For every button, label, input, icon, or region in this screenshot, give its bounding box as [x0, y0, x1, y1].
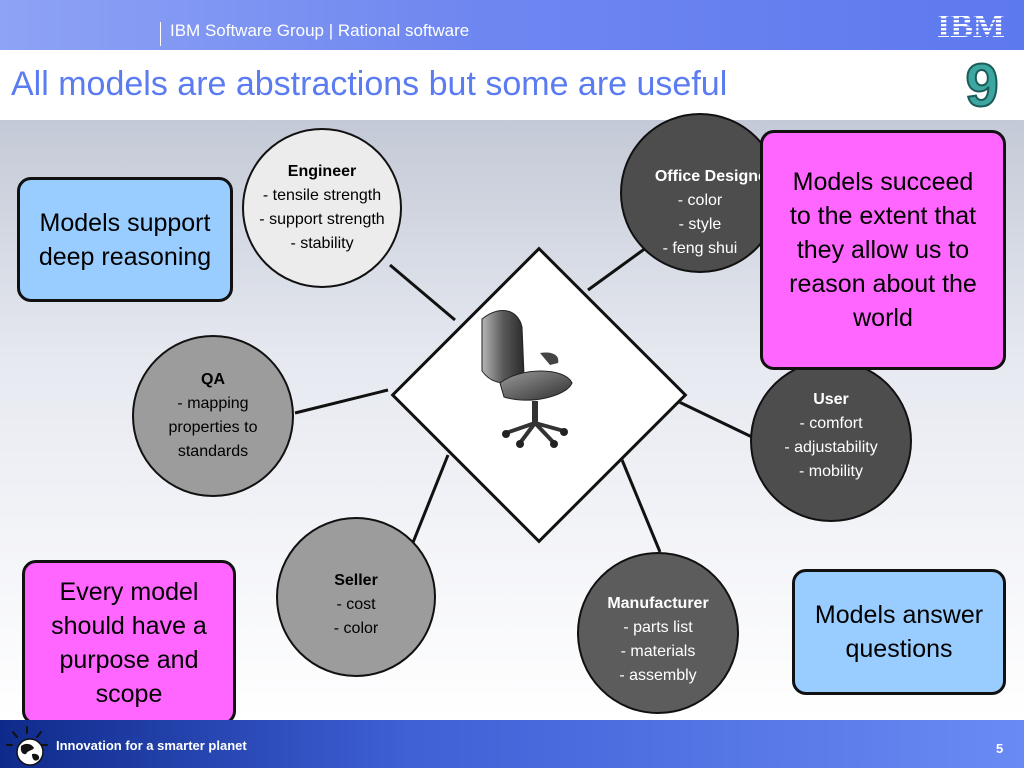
header-separator — [160, 22, 161, 46]
ibm-logo-text: IBM — [937, 8, 1005, 42]
seller-circle: Seller - cost - color — [276, 517, 436, 677]
badge-number: 9 — [965, 52, 998, 114]
engineer-circle: Engineer - tensile strength - support st… — [242, 128, 402, 288]
connector-seller — [410, 454, 450, 546]
engineer-line-1: - tensile strength — [262, 187, 382, 204]
qa-line-2: properties to — [168, 419, 258, 436]
footer-slogan: Innovation for a smarter planet — [56, 738, 247, 753]
office-designer-circle: Office Designer - color - style - feng s… — [620, 113, 780, 273]
manufacturer-line-2: - materials — [620, 643, 696, 660]
note-succeed: Models succeed to the extent that they a… — [760, 130, 1006, 370]
ibm-logo: IBM — [937, 8, 1005, 42]
engineer-line-2: - support strength — [259, 211, 385, 228]
user-name: User — [813, 391, 849, 408]
manufacturer-circle: Manufacturer - parts list - materials - … — [577, 552, 739, 714]
manufacturer-name: Manufacturer — [607, 595, 709, 612]
qa-line-3: standards — [177, 443, 249, 460]
seller-line-2: - color — [333, 620, 379, 637]
connector-engineer — [389, 263, 456, 322]
office-designer-line-3: - feng shui — [662, 240, 738, 257]
qa-circle: QA - mapping properties to standards — [132, 335, 294, 497]
connector-user — [674, 398, 753, 439]
office-designer-line-1: - color — [677, 192, 723, 209]
qa-line-1: - mapping — [177, 395, 249, 412]
smarter-planet-globe-icon — [6, 726, 48, 766]
connector-manufacturer — [618, 454, 662, 553]
connector-office-designer — [587, 243, 651, 292]
note-purpose: Every model should have a purpose and sc… — [22, 560, 236, 725]
manufacturer-line-1: - parts list — [623, 619, 693, 636]
number-badge: 9 — [964, 52, 999, 114]
header-bar: IBM Software Group | Rational software I… — [0, 0, 1024, 50]
user-line-2: - adjustability — [784, 439, 878, 456]
manufacturer-line-3: - assembly — [619, 667, 697, 684]
connector-qa — [294, 388, 389, 415]
header-group-label: IBM Software Group | Rational software — [170, 21, 470, 40]
page-number: 5 — [996, 741, 1004, 756]
slide-title: All models are abstractions but some are… — [11, 65, 728, 103]
user-line-1: - comfort — [799, 415, 863, 432]
seller-name: Seller — [334, 572, 378, 589]
office-designer-name: Office Designer — [654, 168, 774, 185]
note-deep-reasoning: Models support deep reasoning — [17, 177, 233, 302]
note-answer: Models answer questions — [792, 569, 1006, 695]
title-bar: All models are abstractions but some are… — [0, 50, 1024, 120]
user-line-3: - mobility — [798, 463, 863, 480]
office-chair-icon — [481, 310, 573, 448]
qa-name: QA — [201, 371, 225, 388]
user-circle: User - comfort - adjustability - mobilit… — [750, 360, 912, 522]
office-designer-line-2: - style — [678, 216, 722, 233]
engineer-line-3: - stability — [290, 235, 354, 252]
seller-line-1: - cost — [336, 596, 376, 613]
engineer-name: Engineer — [287, 163, 357, 180]
footer-bar: Innovation for a smarter planet 5 — [0, 720, 1024, 768]
